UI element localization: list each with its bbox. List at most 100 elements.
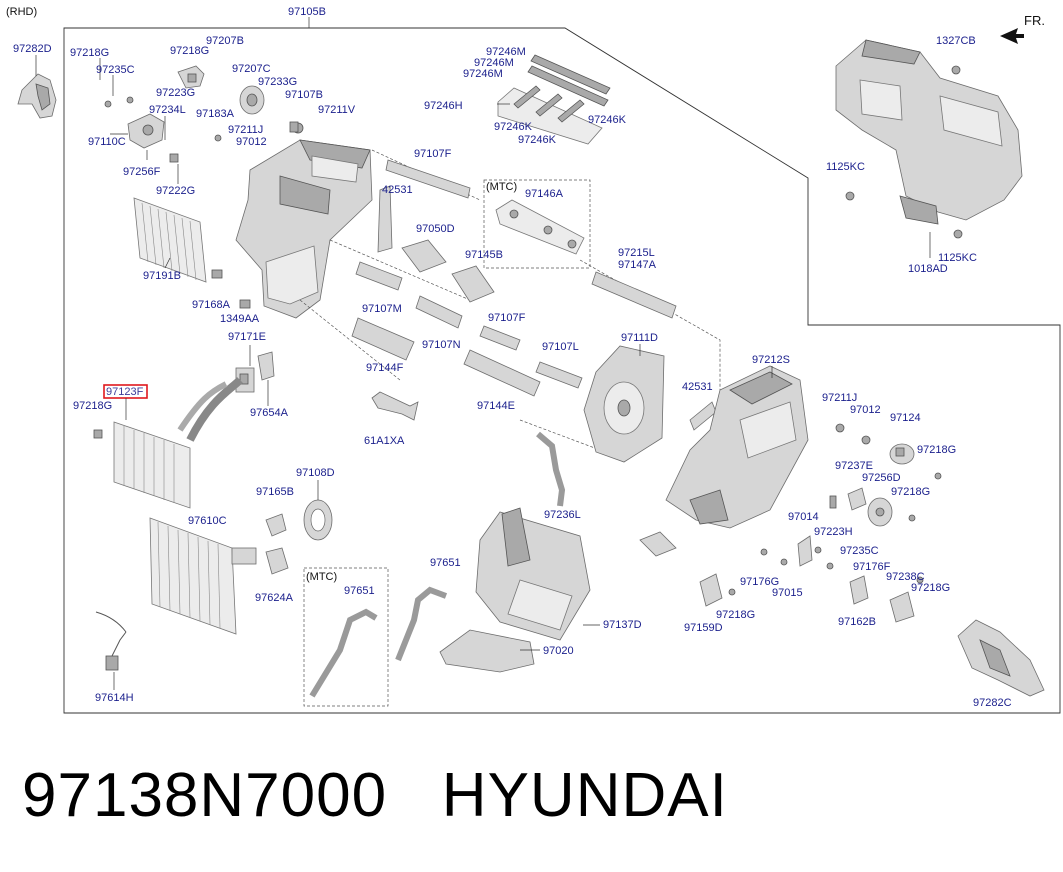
part-label[interactable]: 97218G: [73, 400, 112, 412]
part-label[interactable]: 97246K: [494, 121, 533, 133]
part-label[interactable]: 97050D: [416, 223, 455, 235]
part-label[interactable]: 97107M: [362, 303, 402, 315]
part-label[interactable]: 97015: [772, 587, 803, 599]
highlighted-part-label[interactable]: 97123F: [106, 386, 144, 398]
part-label[interactable]: 97212S: [752, 354, 790, 366]
blower-housing-97111D: [583, 345, 665, 463]
screw-icon: [814, 546, 822, 554]
part-label[interactable]: 97168A: [192, 299, 231, 311]
part-label[interactable]: 97610C: [188, 515, 227, 527]
part-label[interactable]: 97176G: [740, 576, 779, 588]
part-label[interactable]: 97256D: [862, 472, 901, 484]
part-label[interactable]: 97137D: [603, 619, 642, 631]
part-label[interactable]: 97282C: [973, 697, 1012, 709]
part-label[interactable]: 97171E: [228, 331, 266, 343]
part-label[interactable]: 97651: [344, 585, 375, 597]
heater-housing-97105B: [235, 139, 373, 319]
part-label[interactable]: 97233G: [258, 76, 297, 88]
part-label[interactable]: 97246M: [486, 46, 526, 58]
screw-icon: [760, 548, 768, 556]
screw-icon: [953, 229, 963, 239]
part-label[interactable]: 97146A: [525, 188, 564, 200]
part-label[interactable]: 1125KC: [938, 252, 977, 264]
part-label[interactable]: 1349AA: [220, 313, 260, 325]
part-label[interactable]: 97256F: [123, 166, 161, 178]
lever-97145B: [451, 265, 495, 303]
part-label[interactable]: 97246K: [518, 134, 557, 146]
mtc-box-bottom: [303, 567, 389, 707]
part-label[interactable]: 97246H: [424, 100, 463, 112]
part-label[interactable]: 97145B: [465, 249, 503, 261]
part-label[interactable]: 97223G: [156, 87, 195, 99]
part-label[interactable]: 97144F: [366, 362, 404, 374]
part-label[interactable]: 97651: [430, 557, 461, 569]
part-label[interactable]: 97235C: [840, 545, 879, 557]
part-label[interactable]: 97282D: [13, 43, 52, 55]
part-label[interactable]: 97012: [850, 404, 881, 416]
part-label[interactable]: 97020: [543, 645, 574, 657]
part-label[interactable]: 97176F: [853, 561, 891, 573]
part-label[interactable]: 97124: [890, 412, 921, 424]
part-label[interactable]: 97107N: [422, 339, 461, 351]
clip-97624A: [265, 547, 289, 575]
seal-42531: [377, 185, 393, 253]
mtc-tag: (MTC): [306, 571, 337, 583]
part-label[interactable]: 1327CB: [936, 35, 976, 47]
part-label[interactable]: 97246K: [588, 114, 627, 126]
part-label[interactable]: 97110C: [88, 136, 126, 148]
part-label[interactable]: 97235C: [96, 64, 135, 76]
part-label[interactable]: 97218G: [891, 486, 930, 498]
part-label[interactable]: 97165B: [256, 486, 294, 498]
part-label[interactable]: 97218G: [917, 444, 956, 456]
part-label[interactable]: 97238C: [886, 571, 925, 583]
part-label[interactable]: 97211J: [822, 392, 857, 404]
part-label[interactable]: 97159D: [684, 622, 723, 634]
part-label[interactable]: 97162B: [838, 616, 876, 628]
part-label[interactable]: 97147A: [618, 259, 657, 271]
part-label[interactable]: 61A1XA: [364, 435, 405, 447]
actuator-97207C: [239, 85, 265, 115]
part-label[interactable]: 97218G: [70, 47, 109, 59]
part-label[interactable]: 97207B: [206, 35, 244, 47]
part-label[interactable]: 97246M: [463, 68, 503, 80]
part-label[interactable]: 97211V: [318, 104, 356, 116]
part-label[interactable]: 97211J: [228, 124, 263, 136]
part-label[interactable]: 97218G: [716, 609, 755, 621]
screw-icon: [780, 558, 788, 566]
part-label[interactable]: 97191B: [143, 270, 181, 282]
part-label[interactable]: 97111D: [621, 332, 658, 344]
part-label[interactable]: 97218G: [911, 582, 950, 594]
part-label[interactable]: 97107F: [414, 148, 452, 160]
part-label[interactable]: 97107L: [542, 341, 579, 353]
part-label[interactable]: 97222G: [156, 185, 195, 197]
mtc-box-top: [483, 179, 591, 269]
part-label[interactable]: 42531: [682, 381, 713, 393]
part-label[interactable]: 42531: [382, 184, 413, 196]
part-label[interactable]: 97624A: [255, 592, 294, 604]
part-label[interactable]: 97012: [236, 136, 267, 148]
gasket-97108D: [303, 499, 333, 541]
screw-icon: [728, 588, 736, 596]
part-label[interactable]: 97223H: [814, 526, 853, 538]
door-97144E: [463, 349, 541, 397]
label-main-assembly[interactable]: 97105B: [288, 6, 326, 18]
part-label[interactable]: 97183A: [196, 108, 235, 120]
part-label[interactable]: 97234L: [149, 104, 186, 116]
part-label[interactable]: 97218G: [170, 45, 209, 57]
part-label[interactable]: 97207C: [232, 63, 271, 75]
part-label[interactable]: 97215L: [618, 247, 655, 259]
part-label[interactable]: 1125KC: [826, 161, 865, 173]
highlight-box: [103, 384, 148, 399]
part-label[interactable]: 97237E: [835, 460, 873, 472]
part-label[interactable]: 97654A: [250, 407, 289, 419]
part-label[interactable]: 97614H: [95, 692, 134, 704]
part-label[interactable]: 97107B: [285, 89, 323, 101]
part-label[interactable]: 1018AD: [908, 263, 948, 275]
part-label[interactable]: 97014: [788, 511, 819, 523]
part-label[interactable]: 97107F: [488, 312, 526, 324]
part-label[interactable]: 97144E: [477, 400, 515, 412]
part-label[interactable]: 97236L: [544, 509, 581, 521]
part-label[interactable]: 97108D: [296, 467, 335, 479]
screw-icon: [861, 435, 871, 445]
part-label[interactable]: 97246M: [474, 57, 514, 69]
